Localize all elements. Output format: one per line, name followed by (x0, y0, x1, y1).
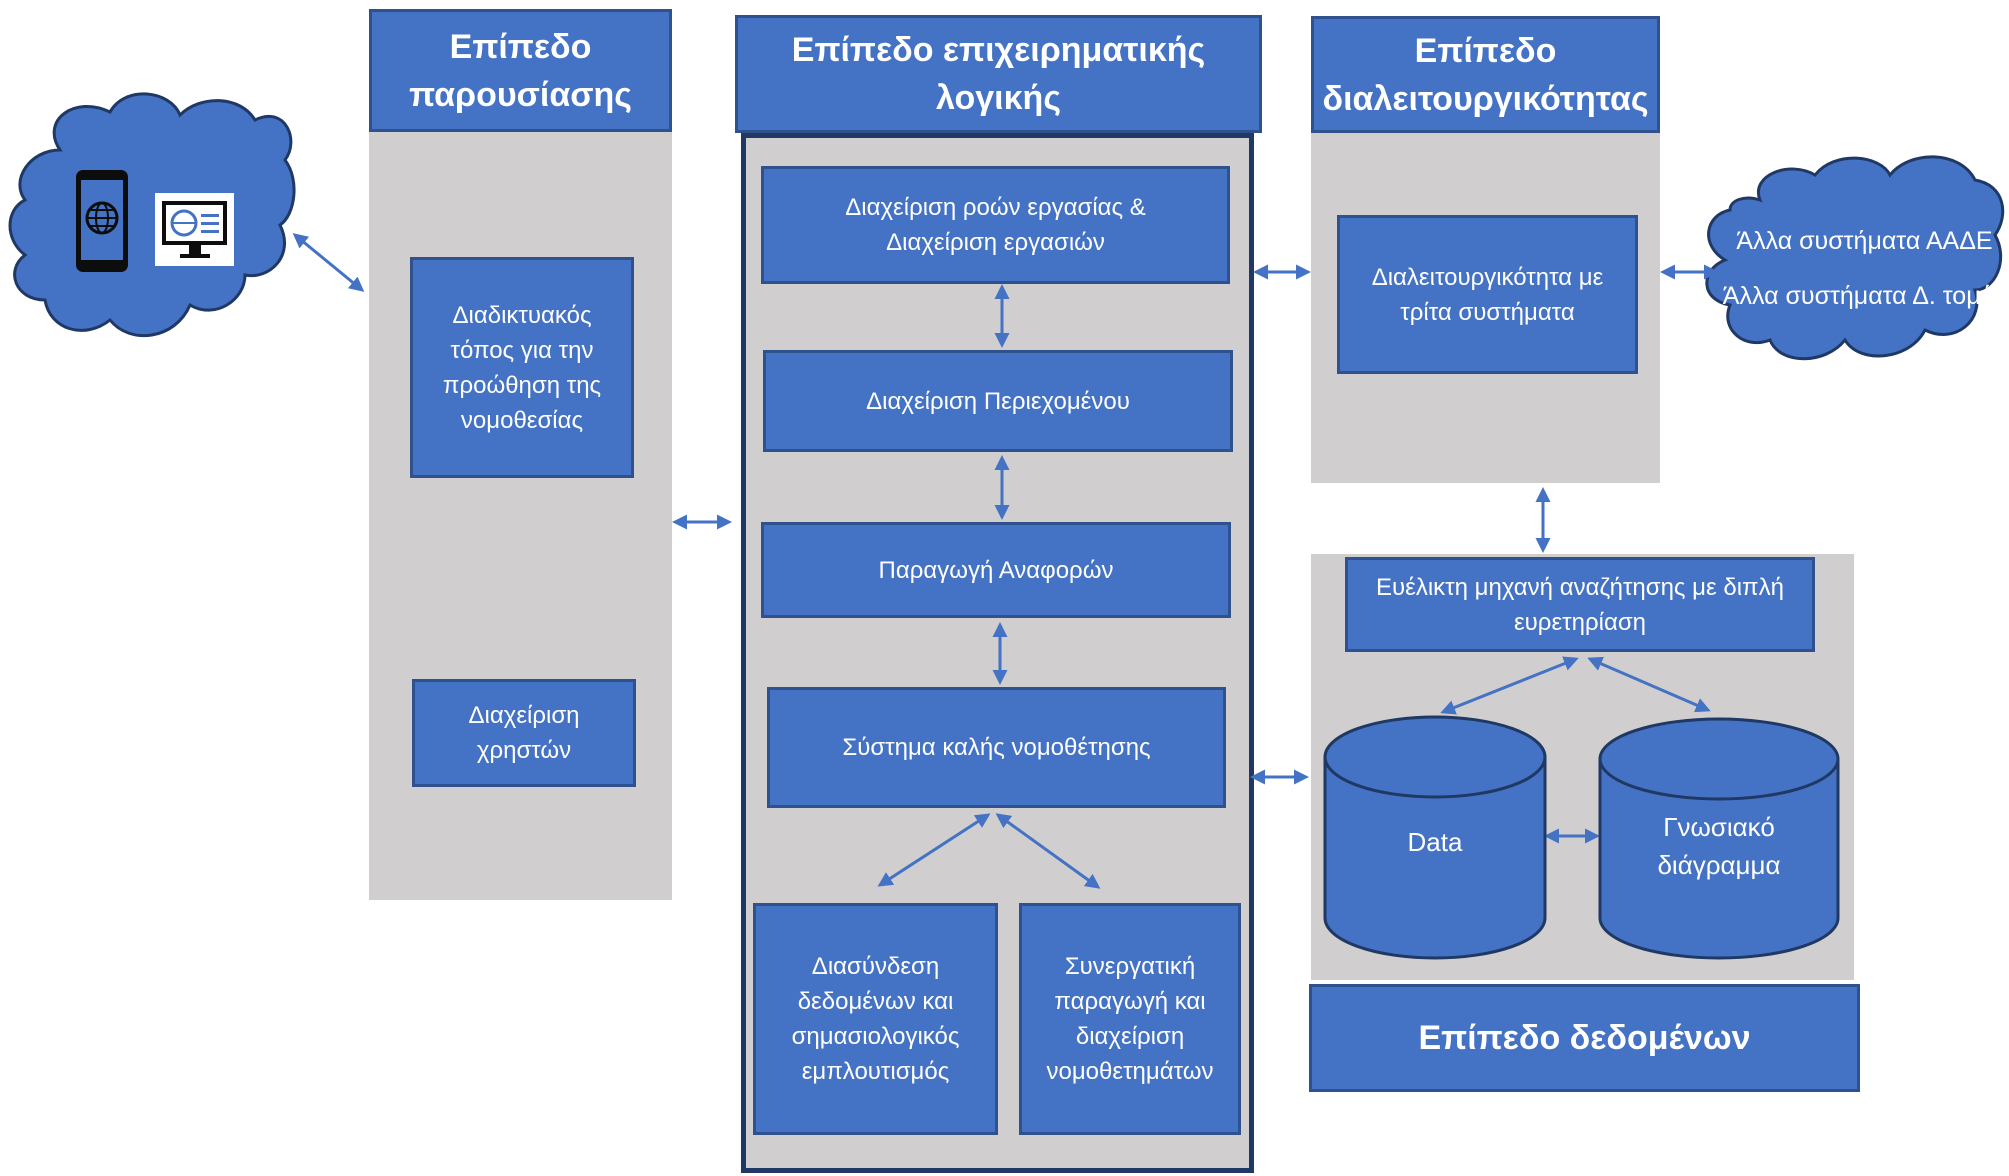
collaborative-production-box: Συνεργατική παραγωγή και διαχείριση νομο… (1019, 903, 1241, 1135)
knowledge-graph-label: Γνωσιακό διάγραμμα (1657, 812, 1781, 880)
data-layer-title: Επίπεδο δεδομένων (1309, 984, 1860, 1092)
arrow-search-data (1440, 656, 1579, 715)
client-cloud-icon (8, 92, 296, 337)
third-party-interop-box: Διαλειτουργικότητα με τρίτα συστήματα (1337, 215, 1638, 374)
data-db-label: Data (1407, 827, 1463, 857)
arrow-system-collab (995, 813, 1101, 889)
data-database-icon (1323, 715, 1547, 960)
search-engine-box: Ευέλικτη μηχανή αναζήτησης με διπλή ευρε… (1345, 557, 1815, 652)
monitor-web-icon (155, 193, 234, 266)
content-management-box: Διαχείριση Περιεχομένου (763, 350, 1233, 452)
presentation-layer-title: Επίπεδο παρουσίασης (369, 9, 672, 132)
knowledge-graph-database-icon (1598, 717, 1840, 960)
report-generation-box: Παραγωγή Αναφορών (761, 522, 1231, 618)
smartphone-globe-icon (76, 170, 128, 272)
arrow-search-graph (1587, 656, 1711, 713)
good-legislation-system-box: Σύστημα καλής νομοθέτησης (767, 687, 1226, 808)
arrow-system-linking (877, 813, 991, 887)
business-layer-title: Επίπεδο επιχειρηματικής λογικής (735, 15, 1262, 133)
external-systems-label-2: Άλλα συστήματα Δ. τομέα (1722, 282, 2007, 310)
user-management-box: Διαχείριση χρηστών (412, 679, 636, 787)
website-box: Διαδικτυακός τόπος για την προώθηση της … (410, 257, 634, 478)
workflow-management-box: Διαχείριση ροών εργασίας & Διαχείριση ερ… (761, 166, 1230, 284)
external-systems-label-1: Άλλα συστήματα ΑΑΔΕ (1736, 227, 1993, 255)
data-linking-box: Διασύνδεση δεδομένων και σημασιολογικός … (753, 903, 998, 1135)
arrow-client-presentation (292, 233, 365, 292)
interoperability-layer-title: Επίπεδο διαλειτουργικότητας (1311, 16, 1660, 133)
